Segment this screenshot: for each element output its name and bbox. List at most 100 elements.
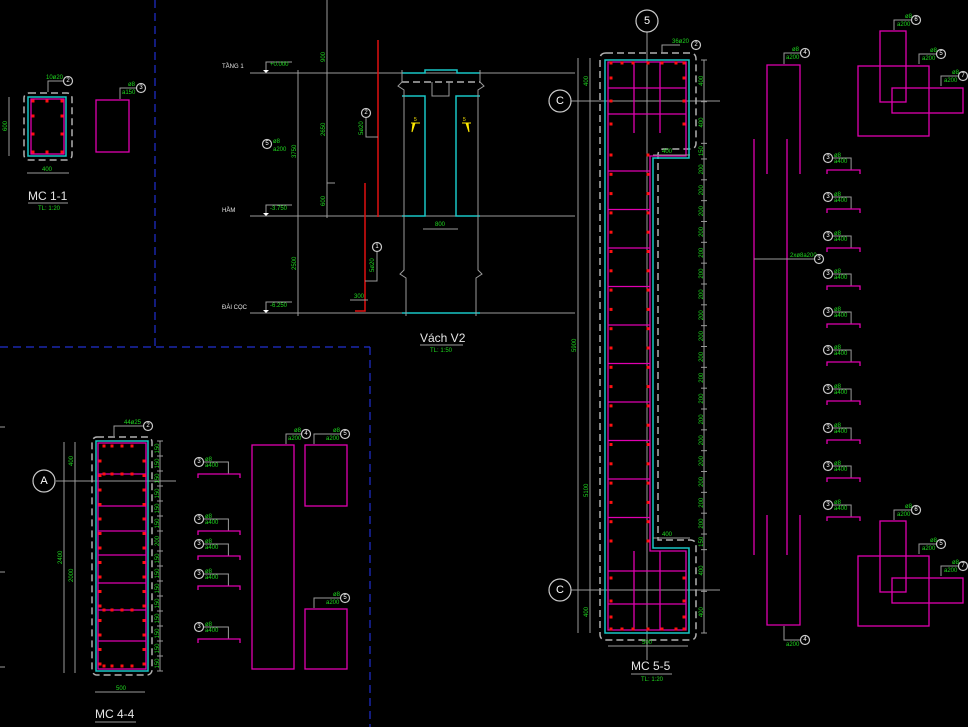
rebar-dot <box>142 532 146 535</box>
rebar-dot <box>142 474 146 477</box>
section-scale: TL: 1:20 <box>38 206 61 212</box>
level-elev-dai-coc: -6.250 <box>270 303 288 309</box>
rebar-dot <box>102 664 106 668</box>
callout-circle <box>935 538 947 550</box>
rebar-dot <box>609 365 613 369</box>
callout-circle <box>822 383 834 395</box>
callout-circle <box>822 152 834 164</box>
leader-line <box>204 626 229 639</box>
callout-tag: 3 <box>826 347 830 353</box>
dim-value: 200 <box>699 226 705 237</box>
axis-c-bottom-label: C <box>556 584 564 596</box>
dim-600: 600 <box>321 195 327 206</box>
wall-elevation[interactable]: TẦNG 1 HẦM ĐÀI CỌC +0.000 -3.750 -6.250 … <box>222 0 575 316</box>
rebar-label: 10ø20 <box>46 75 64 81</box>
dim-value: 150 <box>155 503 161 514</box>
hook-bar <box>197 530 241 535</box>
rebar-dot <box>646 307 650 311</box>
stirrup-4-spacing: a200 <box>288 436 302 442</box>
rebar-dot <box>609 385 613 389</box>
rebar-dot <box>646 172 650 176</box>
callout-spacing: a200 <box>897 22 911 28</box>
rebar-dot <box>646 250 650 253</box>
callout-dia: ø8 <box>834 192 842 198</box>
rebar-dot <box>674 61 678 65</box>
callout-spacing: a400 <box>834 351 848 357</box>
rebar-dot <box>609 627 613 631</box>
rebar-dot <box>682 122 686 126</box>
dim-height: 600 <box>3 120 9 131</box>
dim-value: 150 <box>155 553 161 564</box>
rebar-dot <box>646 365 650 369</box>
callout-circle <box>193 568 205 580</box>
dim-value: 200 <box>699 164 705 175</box>
dim-300: 300 <box>354 294 365 300</box>
callout-tag: 5 <box>939 51 943 57</box>
callout-bar-1-tag: 1 <box>375 244 379 250</box>
rebar-dot <box>682 599 686 603</box>
section-scale: TL: 1:20 <box>641 677 664 683</box>
dim-2500: 2500 <box>292 256 298 270</box>
rebar-dot <box>142 604 146 608</box>
axis-a-label: A <box>40 475 48 487</box>
rebar-dot <box>609 423 613 427</box>
rebar-dot <box>102 608 106 612</box>
viewport-borders <box>0 0 371 727</box>
stirrup-7 <box>891 87 964 114</box>
stirrup-5b-tag: 5 <box>343 595 347 601</box>
callout-circle <box>822 230 834 242</box>
dim-left-mid: 2000 <box>69 568 75 582</box>
rebar-dot <box>31 114 35 118</box>
dim-900: 900 <box>321 51 327 62</box>
rebar-dot <box>609 172 613 176</box>
wall-v2-section[interactable]: 800 5 5 Vách V2 TL: 1:50 <box>397 69 485 354</box>
callout-spacing: a400 <box>205 575 219 581</box>
hook-bar <box>197 555 241 560</box>
rebar-dot <box>682 627 686 631</box>
callout-bar-2-label: 5ø20 <box>359 121 365 135</box>
rebar-dot <box>98 633 102 637</box>
rebar-dot <box>609 99 613 103</box>
callout-circle <box>935 48 947 60</box>
stirrup-4-bottom-spacing: a200 <box>786 642 800 648</box>
stirrup-5a-tag: 5 <box>343 431 347 437</box>
dim-value: 200 <box>699 351 705 362</box>
leader-line <box>204 461 229 474</box>
rebar-tag: 2 <box>66 78 70 84</box>
callout-tag: 3 <box>826 271 830 277</box>
rebar-dot <box>609 269 613 273</box>
callout-circle <box>910 504 922 516</box>
rebar-dot <box>646 539 650 543</box>
stirrup-5a-spacing: a200 <box>326 436 340 442</box>
section-title: MC 5-5 <box>631 659 671 673</box>
section-mc-4-4[interactable]: A 400 2400 2000 150150150150150150200150… <box>32 420 176 723</box>
rebar-label: 44ø25 <box>124 420 142 426</box>
rebar-dot <box>682 576 686 580</box>
callout-stirrup-tag: 5 <box>265 141 269 147</box>
rebar-dot <box>142 503 146 506</box>
callout-spacing: a400 <box>834 313 848 319</box>
rebar-dot <box>98 648 102 651</box>
callout-circle <box>193 621 205 633</box>
section-mc-5-5[interactable]: 5 C C 400 5900 5100 400 4004001502002002… <box>548 9 720 683</box>
dim-chain-right: 1501501501501501502001501501501501501501… <box>155 440 163 672</box>
dim-3750: 3750 <box>292 144 298 158</box>
rebar-dot <box>609 230 613 234</box>
callout-dia: ø8 <box>834 500 842 506</box>
rebar-dot <box>609 307 613 311</box>
rebar-dot <box>646 627 650 631</box>
callout-spacing: a400 <box>834 429 848 435</box>
dim-left-total: 2400 <box>58 550 64 564</box>
section-mc-1-1[interactable]: 600 400 10ø20 2 MC 1-1 TL: 1:20 ø8 a150 … <box>3 75 147 212</box>
callout-tag: 3 <box>197 571 201 577</box>
dim-value: 150 <box>155 583 161 594</box>
rebar-dot <box>609 443 613 446</box>
dim-left-mid: 5100 <box>584 483 590 497</box>
callout-tag: 7 <box>961 563 965 569</box>
callout-tag: 3 <box>826 155 830 161</box>
rebar-dot <box>120 664 124 668</box>
callout-spacing: a400 <box>834 159 848 165</box>
